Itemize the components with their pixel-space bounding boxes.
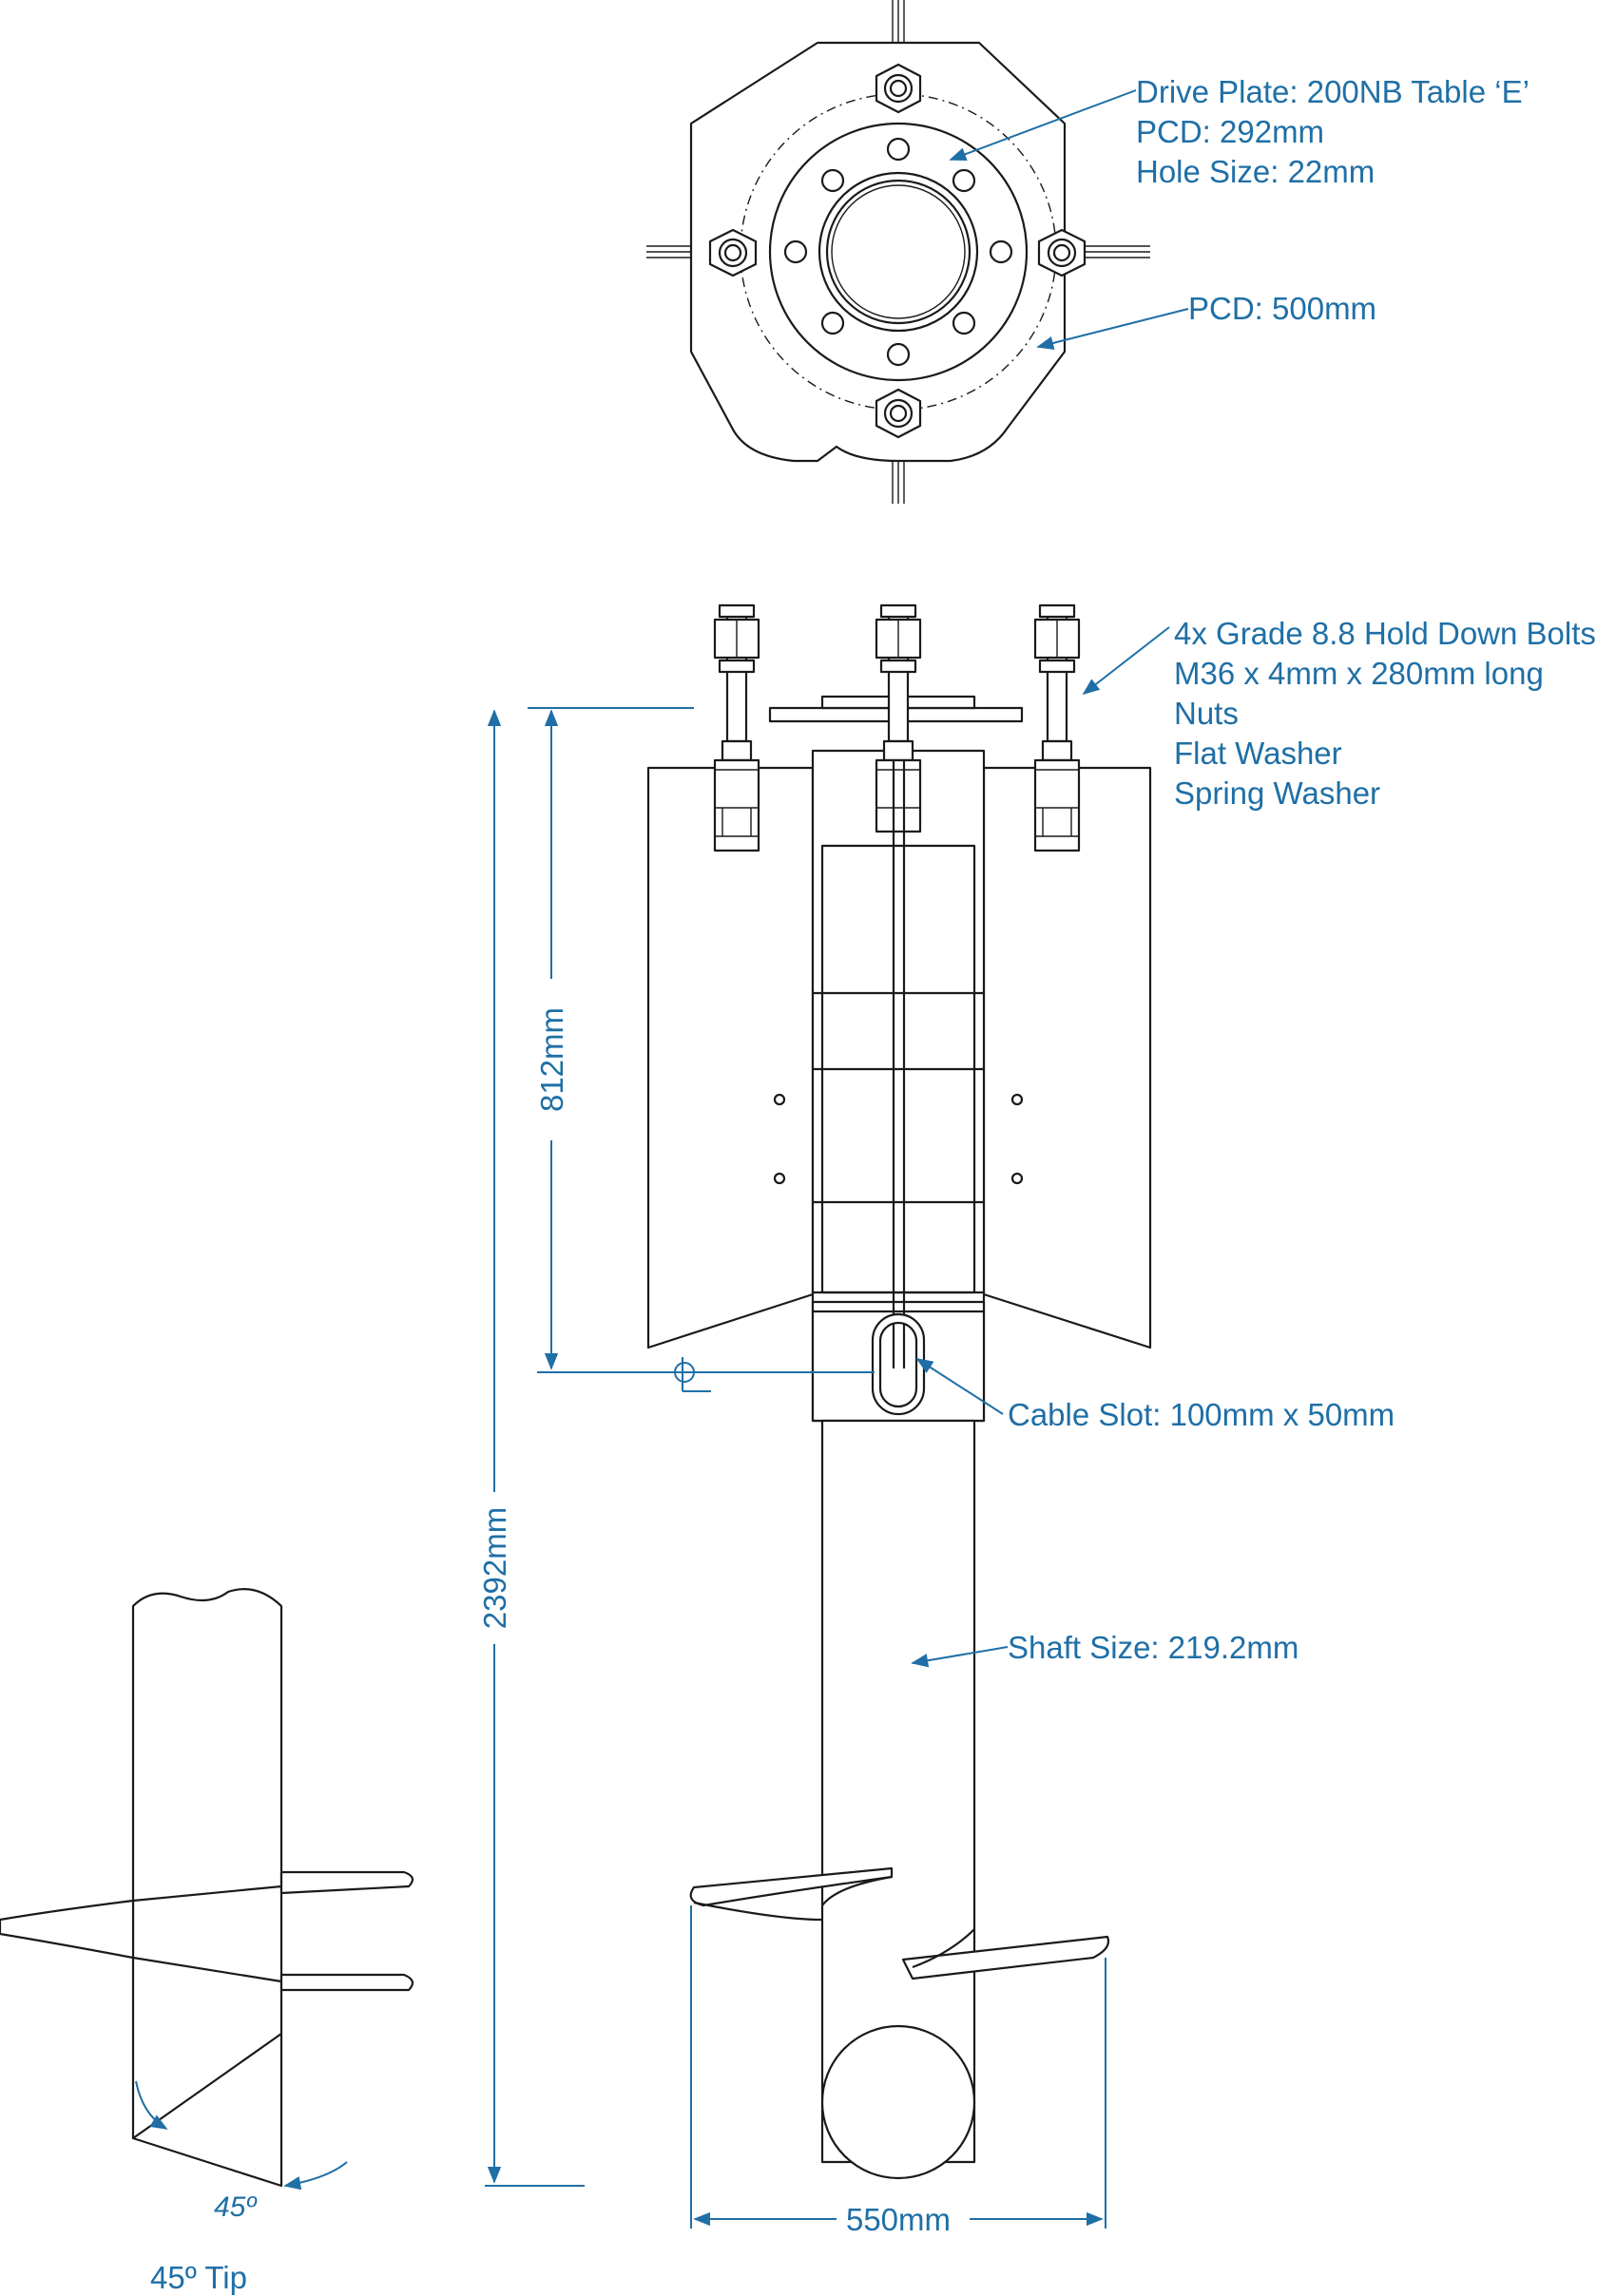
hold-down-bolt-left [713, 603, 760, 852]
dim-550-label: 550mm [846, 2202, 951, 2237]
outer-pcd-label: PCD: 500mm [1188, 291, 1376, 326]
side-elevation [485, 603, 1170, 2229]
plan-view [646, 0, 1189, 504]
shaft-size-label: Shaft Size: 219.2mm [1008, 1630, 1299, 1665]
tip-shaft [131, 1588, 283, 2188]
shaft-end-circle [820, 2024, 976, 2180]
shaft-outer-circle [818, 171, 979, 333]
dim-812-label: 812mm [534, 1007, 569, 1112]
bolts-label: 4x Grade 8.8 Hold Down Bolts M36 x 4mm x… [1174, 616, 1596, 811]
svg-text:Flat Washer: Flat Washer [1174, 736, 1342, 771]
plan-nut-right [1037, 228, 1087, 277]
helix-upper [689, 1866, 894, 1907]
dim-2392-label: 2392mm [477, 1507, 512, 1629]
svg-text:M36 x 4mm x 280mm long: M36 x 4mm x 280mm long [1174, 656, 1544, 691]
cable-slot-label: Cable Slot: 100mm x 50mm [1008, 1397, 1395, 1432]
hold-down-bolt-center [875, 603, 922, 833]
helix-lower [901, 1935, 1110, 1980]
centerline-symbol [674, 1357, 711, 1392]
svg-text:Nuts: Nuts [1174, 696, 1239, 731]
svg-text:4x Grade 8.8 Hold Down Bolts: 4x Grade 8.8 Hold Down Bolts [1174, 616, 1596, 651]
svg-text:Hole Size: 22mm: Hole Size: 22mm [1136, 154, 1375, 189]
right-fin [982, 766, 1152, 1349]
tip-caption: 45º Tip [150, 2260, 247, 2295]
left-fin [646, 766, 815, 1349]
angle-label: 45º [214, 2191, 258, 2223]
hold-down-bolt-right [1033, 603, 1081, 852]
plan-nut-bottom [875, 388, 922, 439]
svg-text:Drive Plate: 200NB Table ‘E’: Drive Plate: 200NB Table ‘E’ [1136, 74, 1529, 109]
plan-nut-top [875, 63, 922, 114]
svg-text:PCD: 292mm: PCD: 292mm [1136, 114, 1324, 149]
plan-nut-left [708, 228, 758, 277]
svg-text:Spring Washer: Spring Washer [1174, 775, 1380, 811]
drive-plate-label: Drive Plate: 200NB Table ‘E’ PCD: 292mm … [1136, 74, 1529, 189]
tip-detail [0, 1588, 414, 2191]
